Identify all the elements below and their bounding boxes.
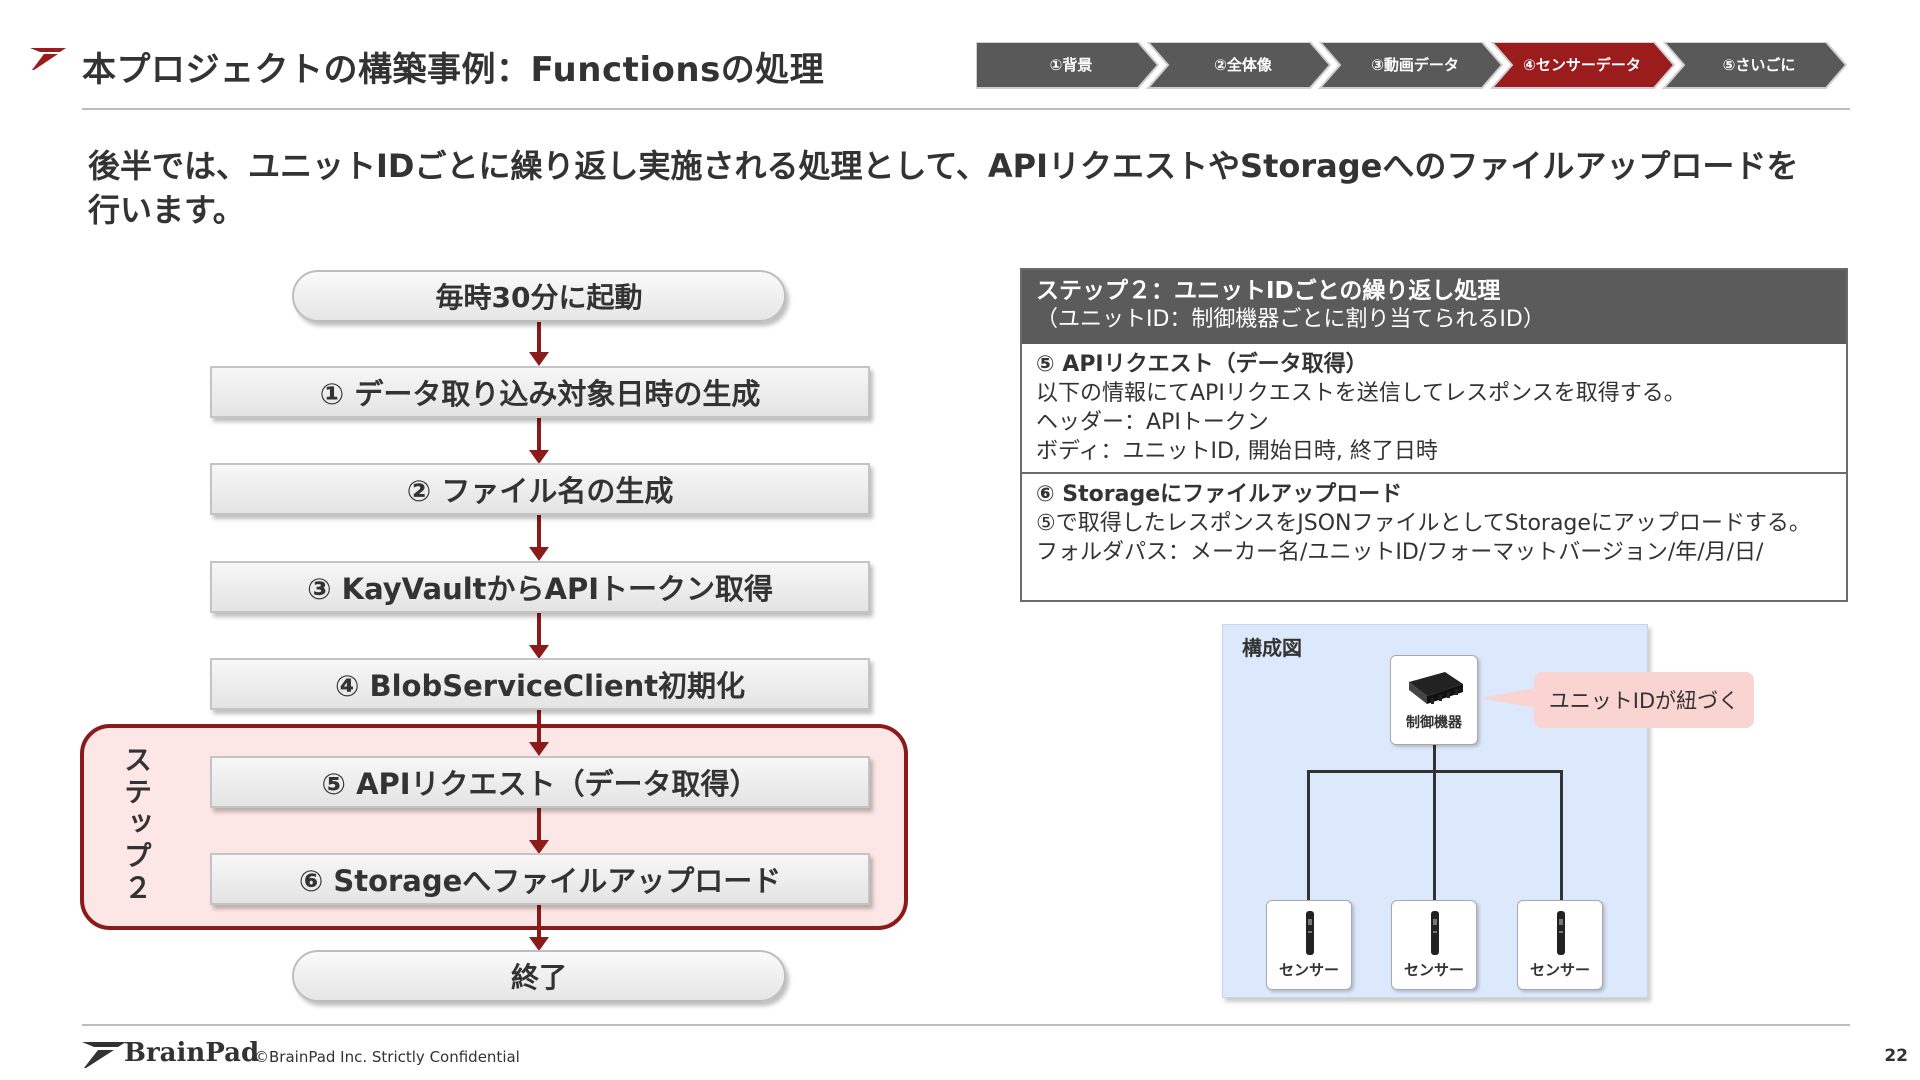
flow-start: 毎時30分に起動 — [292, 270, 786, 322]
lead-text: 後半では、ユニットIDごとに繰り返し実施される処理として、APIリクエストやSt… — [88, 147, 1799, 229]
sensor-icon — [1557, 911, 1565, 955]
progress-step-label-2: ②全体像 — [1214, 56, 1272, 74]
flow-arrow-icon — [529, 352, 549, 366]
flow-arrow-icon — [529, 547, 549, 561]
flow-arrow-icon — [529, 742, 549, 756]
sensor-label: センサー — [1403, 961, 1464, 979]
diagram-connector — [1307, 770, 1563, 773]
progress-stepper: ①背景 ②全体像 ③動画データ ④センサーデータ ⑤さいごに — [976, 42, 1856, 89]
diagram-connector — [1560, 770, 1563, 902]
control-device: 制御機器 — [1390, 655, 1478, 745]
info-section-storage: ⑥ Storageにファイルアップロード ⑤で取得したレスポンスをJSONファイ… — [1022, 474, 1846, 573]
info-section-title: ⑤ APIリクエスト（データ取得） — [1036, 352, 1368, 377]
info-section-api: ⑤ APIリクエスト（データ取得） 以下の情報にてAPIリクエストを送信してレス… — [1022, 344, 1846, 472]
progress-step-5 — [1661, 42, 1848, 89]
flow-arrow-icon — [529, 645, 549, 659]
header-divider — [82, 108, 1850, 110]
flow-connector — [537, 611, 541, 649]
flow-step-3: ③ KayVaultからAPIトークン取得 — [210, 561, 870, 613]
brand-name: BrainPad — [124, 1038, 260, 1068]
progress-step-2 — [1145, 42, 1332, 89]
step2-info-table: ステップ２：ユニットIDごとの繰り返し処理 （ユニットID：制御機器ごとに割り当… — [1020, 268, 1848, 602]
flow-connector — [537, 318, 541, 356]
page-title: 本プロジェクトの構築事例：Functionsの処理 — [82, 50, 825, 90]
info-section-title: ⑥ Storageにファイルアップロード — [1036, 482, 1403, 507]
progress-step-label-1: ①背景 — [1049, 56, 1093, 74]
sensor-node: センサー — [1517, 900, 1603, 990]
flow-connector — [537, 416, 541, 454]
sensor-node: センサー — [1391, 900, 1477, 990]
info-line: ボディ：ユニットID, 開始日時, 終了日時 — [1036, 439, 1438, 464]
footer-divider — [82, 1024, 1850, 1026]
progress-step-1 — [976, 42, 1160, 89]
info-line: 以下の情報にてAPIリクエストを送信してレスポンスを取得する。 — [1036, 381, 1686, 406]
sensor-label: センサー — [1529, 961, 1590, 979]
progress-step-label-3: ③動画データ — [1371, 56, 1459, 74]
progress-step-3 — [1317, 42, 1504, 89]
unit-id-callout: ユニットIDが紐づく — [1534, 672, 1754, 728]
flow-step-2: ② ファイル名の生成 — [210, 463, 870, 515]
info-header: ステップ２：ユニットIDごとの繰り返し処理 （ユニットID：制御機器ごとに割り当… — [1022, 270, 1846, 344]
flow-end: 終了 — [292, 950, 786, 1002]
flow-connector — [537, 903, 541, 941]
info-line: ヘッダー：APIトークン — [1036, 410, 1269, 435]
info-divider — [1022, 472, 1846, 474]
controller-icon — [1409, 672, 1463, 704]
flow-arrow-icon — [529, 937, 549, 951]
flow-step-5: ⑤ APIリクエスト（データ取得） — [210, 756, 870, 808]
info-header-subtitle: （ユニットID：制御機器ごとに割り当てられるID） — [1036, 307, 1545, 332]
progress-step-4 — [1489, 42, 1676, 89]
diagram-title: 構成図 — [1242, 636, 1302, 660]
sensor-icon — [1306, 911, 1314, 955]
flow-step-1: ① データ取り込み対象日時の生成 — [210, 366, 870, 418]
flow-connector — [537, 806, 541, 844]
info-line: フォルダパス：メーカー名/ユニットID/フォーマットバージョン/年/月/日/ — [1036, 540, 1764, 565]
device-label: 制御機器 — [1406, 715, 1462, 731]
flow-step-6: ⑥ Storageへファイルアップロード — [210, 853, 870, 905]
callout-pointer — [1480, 688, 1536, 708]
progress-step-label-4: ④センサーデータ — [1523, 56, 1641, 74]
flow-step-4: ④ BlobServiceClient初期化 — [210, 658, 870, 710]
info-line: ⑤で取得したレスポンスをJSONファイルとしてStorageにアップロードする。 — [1036, 511, 1811, 536]
diagram-connector — [1307, 770, 1310, 902]
info-header-title: ステップ２：ユニットIDごとの繰り返し処理 — [1036, 278, 1501, 304]
flow-arrow-icon — [529, 450, 549, 464]
step2-group-label: ステップ２ — [120, 745, 153, 905]
flow-connector — [537, 513, 541, 551]
brand-mark-icon — [30, 48, 66, 70]
progress-step-label-5: ⑤さいごに — [1722, 56, 1796, 74]
brainpad-logo-icon — [82, 1042, 126, 1068]
page-number: 22 — [1884, 1046, 1908, 1066]
sensor-node: センサー — [1266, 900, 1352, 990]
sensor-icon — [1431, 911, 1439, 955]
diagram-connector — [1433, 744, 1436, 902]
sensor-label: センサー — [1278, 961, 1339, 979]
copyright: ©BrainPad Inc. Strictly Confidential — [254, 1048, 520, 1066]
flow-arrow-icon — [529, 840, 549, 854]
flow-connector — [537, 708, 541, 746]
